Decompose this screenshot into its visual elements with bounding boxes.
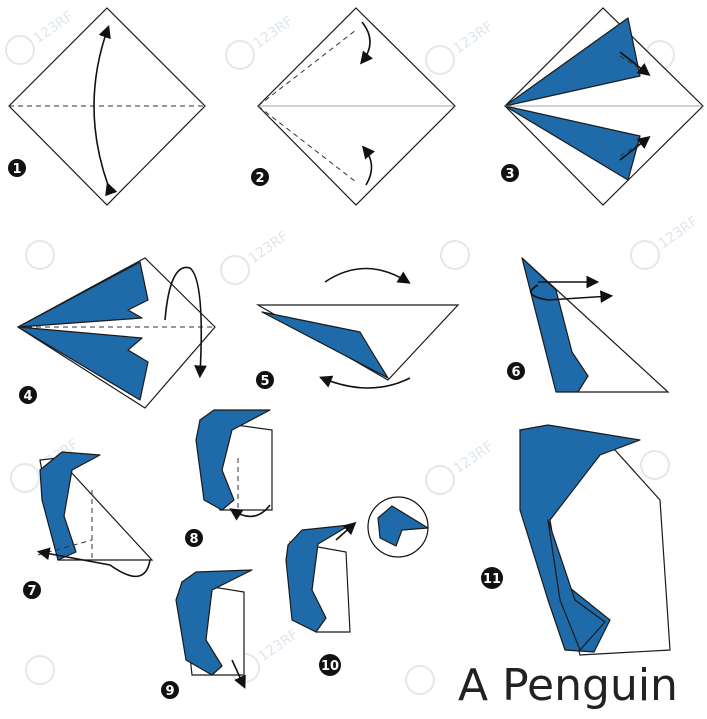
svg-text:10: 10 — [321, 659, 339, 674]
step-badge-10: 10 — [319, 654, 341, 676]
step-badge-9: 9 — [161, 681, 179, 699]
svg-text:123RF: 123RF — [656, 213, 702, 252]
svg-text:2: 2 — [255, 171, 264, 186]
svg-text:1: 1 — [12, 162, 21, 177]
svg-text:123RF: 123RF — [31, 8, 77, 47]
svg-text:11: 11 — [483, 572, 501, 587]
step-badge-3: 3 — [501, 164, 519, 182]
step-11-diagram — [520, 425, 670, 655]
step-badge-11: 11 — [481, 567, 503, 589]
svg-text:123RF: 123RF — [451, 18, 497, 57]
svg-text:123RF: 123RF — [251, 13, 297, 52]
step-badge-1: 1 — [8, 159, 26, 177]
step-badge-7: 7 — [23, 581, 41, 599]
svg-text:5: 5 — [260, 374, 269, 389]
svg-text:123RF: 123RF — [451, 438, 497, 477]
step-8-diagram — [196, 410, 272, 516]
svg-text:123RF: 123RF — [246, 228, 292, 267]
svg-text:8: 8 — [189, 532, 198, 547]
step-badge-6: 6 — [507, 362, 525, 380]
step-badge-8: 8 — [185, 529, 203, 547]
svg-text:3: 3 — [505, 167, 514, 182]
step-3-diagram — [505, 8, 703, 205]
step-10-diagram — [286, 497, 428, 632]
diagram-title: A Penguin — [458, 658, 707, 714]
step-badge-4: 4 — [19, 386, 37, 404]
step-2-diagram — [258, 8, 455, 205]
svg-text:6: 6 — [511, 365, 520, 380]
step-badge-5: 5 — [256, 371, 274, 389]
step-9-diagram — [176, 570, 252, 686]
step-badge-2: 2 — [251, 168, 269, 186]
step-4-diagram — [18, 258, 215, 408]
svg-text:9: 9 — [165, 684, 174, 699]
svg-text:123RF: 123RF — [256, 626, 302, 665]
svg-text:7: 7 — [27, 584, 36, 599]
step-6-diagram — [522, 258, 668, 392]
step-5-diagram — [258, 269, 458, 389]
svg-text:4: 4 — [23, 389, 32, 404]
step-7-diagram — [38, 452, 152, 576]
